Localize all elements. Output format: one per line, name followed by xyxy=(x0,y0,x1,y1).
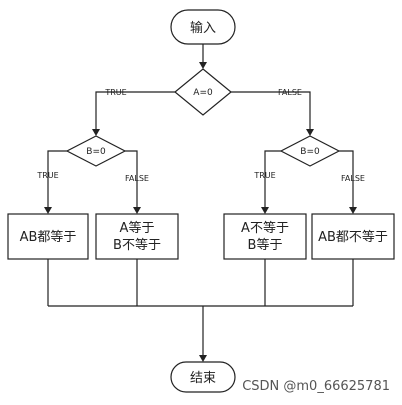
edge-label-a-true: TRUE xyxy=(104,88,126,97)
decision-b-left-label: B=0 xyxy=(86,147,106,157)
decision-a-label: A=0 xyxy=(193,88,213,98)
end-terminal xyxy=(170,361,236,393)
edge-label-br-true: TRUE xyxy=(253,171,275,180)
arrowhead xyxy=(92,129,100,136)
connector-a-false xyxy=(231,91,311,129)
result-box-4-label: AB都不等于 xyxy=(318,229,388,245)
arrowhead xyxy=(306,129,314,136)
end-label: 结束 xyxy=(190,371,216,386)
decision-b-left xyxy=(65,135,127,167)
result-box-4 xyxy=(311,213,395,260)
result-box-2-line2: B不等于 xyxy=(113,237,161,253)
arrowhead xyxy=(44,207,52,214)
watermark: CSDN @m0_66625781 xyxy=(242,379,390,394)
edge-label-bl-true: TRUE xyxy=(36,171,58,180)
result-box-2-line1: A等于 xyxy=(120,220,155,236)
arrowhead xyxy=(261,207,269,214)
connector-br-false xyxy=(339,150,354,207)
arrowhead xyxy=(133,207,141,214)
start-label: 输入 xyxy=(190,20,216,36)
result-box-3-line2: B等于 xyxy=(248,237,283,253)
connector-bl-true xyxy=(47,150,67,207)
result-box-3-line1: A不等于 xyxy=(241,220,289,236)
decision-b-right xyxy=(279,135,341,167)
connector-a-true xyxy=(95,91,175,129)
connector-bl-false xyxy=(125,150,138,207)
edge-label-bl-false: FALSE xyxy=(125,174,149,183)
decision-b-right-label: B=0 xyxy=(300,147,320,157)
arrowhead xyxy=(199,355,207,362)
edge-label-a-false: FALSE xyxy=(278,88,302,97)
arrowhead xyxy=(199,62,207,69)
edge-label-br-false: FALSE xyxy=(341,174,365,183)
decision-a xyxy=(174,68,232,116)
result-box-1-label: AB都等于 xyxy=(20,229,77,245)
connector-br-true xyxy=(264,150,281,207)
arrowhead xyxy=(349,207,357,214)
